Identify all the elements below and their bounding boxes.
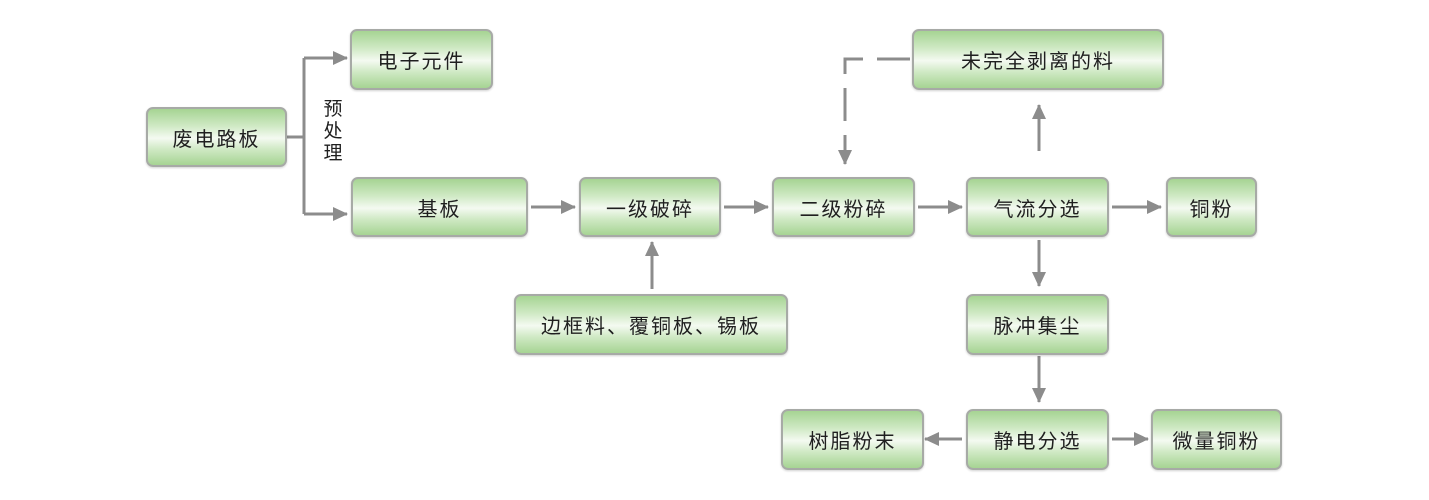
node-pulse-dust: 脉冲集尘 xyxy=(966,294,1109,355)
node-air-separation: 气流分选 xyxy=(966,177,1109,237)
dashed-recycle-loop xyxy=(838,57,910,165)
node-incomplete-material: 未完全剥离的料 xyxy=(912,29,1164,90)
node-substrate: 基板 xyxy=(351,177,528,237)
node-resin-powder: 树脂粉末 xyxy=(781,409,924,470)
node-electrostatic-separation: 静电分选 xyxy=(966,409,1109,470)
node-waste-board: 废电路板 xyxy=(146,107,287,167)
node-secondary-crush: 二级粉碎 xyxy=(772,177,915,237)
node-copper-powder: 铜粉 xyxy=(1166,177,1257,237)
node-electronic-parts: 电子元件 xyxy=(350,29,493,90)
label-pretreatment: 预处理 xyxy=(323,98,343,164)
node-primary-crush: 一级破碎 xyxy=(579,177,721,237)
node-trace-copper: 微量铜粉 xyxy=(1151,409,1282,470)
node-frame-materials: 边框料、覆铜板、锡板 xyxy=(514,294,788,355)
